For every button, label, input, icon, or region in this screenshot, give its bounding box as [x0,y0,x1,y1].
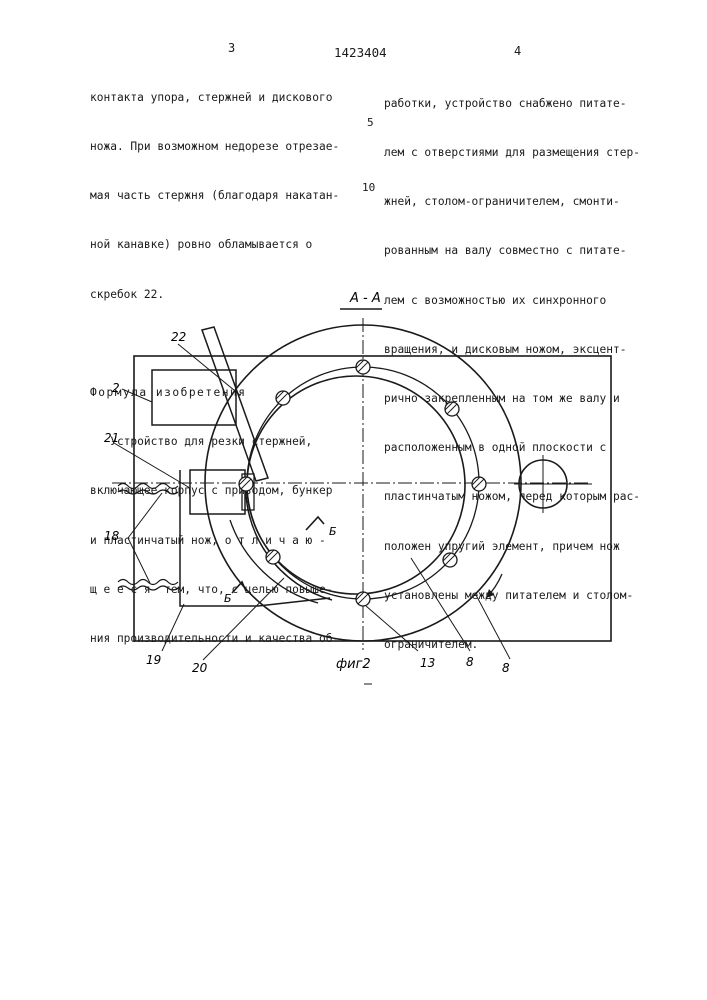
label-19: 19 [146,653,161,667]
rod-18-upper-b [118,490,178,494]
label-21: 21 [104,431,119,445]
label-2: 2 [112,381,120,395]
feeder-block-21 [190,470,245,514]
rod-hole [472,477,486,491]
label-22: 22 [171,330,186,344]
label-13: 13 [420,656,435,670]
leader-lines [114,344,510,660]
rod-18-upper [118,484,178,489]
table-circle [247,376,465,594]
rod-hole [276,391,290,405]
scraper-22 [202,327,268,481]
section-mark-b-upper-label: Б [329,525,337,538]
label-18: 18 [104,529,120,543]
figure-caption: фиг2 [336,657,371,672]
label-20: 20 [192,661,208,675]
label-8-inner: 8 [466,655,474,669]
section-mark-b-upper [306,517,324,530]
label-8-outer: 8 [502,661,510,675]
section-mark-b-lower-label: Б [224,592,232,605]
rod-18-lower [118,580,178,585]
rod-hole [356,360,370,374]
rod-hole [443,553,457,567]
section-mark-b-lower [232,582,246,593]
section-label: А - А [349,291,381,306]
rod-18-lower-b [118,586,178,590]
rod-hole [445,402,459,416]
drive-block [152,370,236,425]
plate-knife-20 [246,478,332,600]
rod-hole [356,592,370,606]
rod-hole [239,477,253,491]
rod-hole [266,550,280,564]
